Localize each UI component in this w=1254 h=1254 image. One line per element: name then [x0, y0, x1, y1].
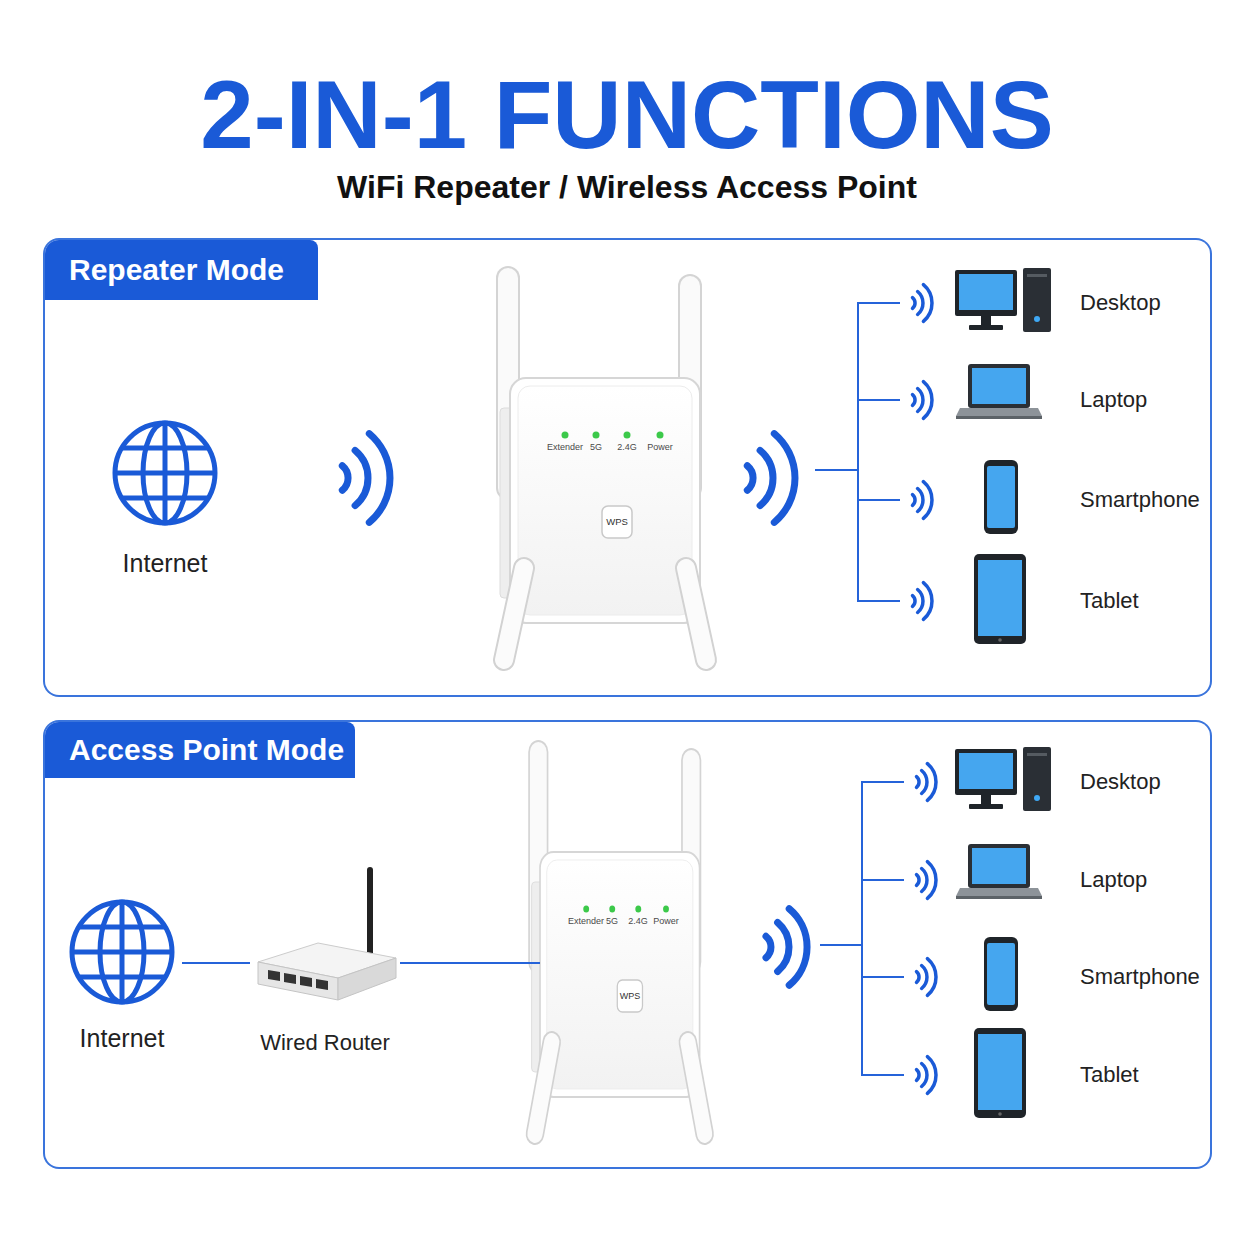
wifi-signal-large [747, 434, 795, 523]
wifi-signal-small [913, 482, 932, 519]
node-text: Desktop [1080, 287, 1190, 319]
wifi-signal-small [913, 285, 932, 322]
node-text: WPS [602, 506, 632, 538]
node-text: Internet [105, 547, 225, 579]
wifi-arc [747, 466, 753, 491]
laptop-icon [956, 364, 1042, 419]
wifi-arc [760, 450, 773, 505]
node-text: 5G [571, 441, 621, 453]
desktop-icon [955, 268, 1051, 332]
node-text: Internet [62, 1022, 182, 1054]
node-text: 2.4G [602, 441, 652, 453]
node-text: Laptop [1080, 864, 1190, 896]
internet-node: Internet [105, 405, 225, 580]
connector-line [815, 303, 900, 470]
device-node: Laptop [904, 840, 1190, 920]
wps-button: WPS [602, 506, 632, 538]
wifi-arc [766, 936, 771, 957]
device-node: Tablet [904, 1035, 1190, 1115]
subtitle-label: WiFi Repeater / Wireless Access Point [0, 169, 1254, 205]
node-text: Extender [561, 915, 611, 927]
node-text: Power [641, 915, 691, 927]
mode-tab: Repeater Mode [45, 240, 318, 300]
tablet-icon [974, 1028, 1026, 1118]
connector-line [820, 782, 904, 945]
mode-tab: Access Point Mode [45, 722, 355, 778]
router-antenna [367, 870, 373, 958]
wifi-arc [342, 466, 348, 491]
connector-line [820, 945, 904, 977]
mode-panel: Access Point ModeInternetWired RouterExt… [45, 722, 1210, 1167]
router-front [258, 962, 338, 1000]
connector-line [820, 880, 904, 945]
smartphone-icon [984, 460, 1018, 534]
device-node: Tablet [900, 561, 1190, 641]
node-text: Power [635, 441, 685, 453]
device-node: Smartphone [900, 460, 1190, 540]
wifi-arc [778, 923, 789, 972]
connector-line [182, 962, 250, 964]
smartphone-icon [984, 937, 1018, 1011]
extender-node: Extender5G2.4GPowerWPS [540, 860, 820, 1030]
device-node: Desktop [900, 263, 1190, 343]
node-text: Smartphone [1080, 484, 1190, 516]
wifi-arc [774, 434, 795, 523]
wifi-arc [789, 909, 807, 986]
router-node: Wired Router [250, 880, 400, 1046]
router-port [268, 970, 280, 981]
connector-line [815, 470, 900, 500]
laptop-icon [956, 844, 1042, 899]
node-text: Wired Router [250, 1028, 400, 1058]
globe-icon [115, 423, 215, 523]
internet-node: Internet [62, 880, 182, 1046]
device-node: Smartphone [904, 937, 1190, 1017]
wps-button: WPS [617, 980, 643, 1012]
router-icon [258, 870, 396, 1000]
wifi-signal-small [913, 583, 932, 620]
mode-panel: Repeater ModeInternet Extender5G2.4GPower… [45, 240, 1210, 695]
node-text: Tablet [1080, 585, 1190, 617]
extender-node: Extender5G2.4GPowerWPS [495, 380, 815, 560]
node-text: Desktop [1080, 766, 1190, 798]
wifi-signal-small [913, 382, 932, 419]
wifi-signal-small [917, 862, 936, 899]
node-text: Extender [540, 441, 590, 453]
node-text: Tablet [1080, 1059, 1190, 1091]
wifi-signal-small [917, 959, 936, 996]
router-side [338, 958, 396, 1000]
wifi-signal-small [917, 764, 936, 801]
device-node: Laptop [900, 360, 1190, 440]
wifi-arc [355, 450, 368, 505]
tablet-icon [974, 554, 1026, 644]
router-port [284, 973, 296, 984]
connector-line [815, 470, 900, 601]
extender-body [532, 752, 705, 1134]
wifi-signal-small [917, 1057, 936, 1094]
wifi-signal-large [766, 909, 807, 986]
node-text: WPS [617, 980, 643, 1012]
connector-line [400, 962, 540, 964]
wifi-signal-large [342, 434, 390, 523]
connector-line [820, 945, 904, 1075]
page-title: 2-IN-1 FUNCTIONS [0, 67, 1254, 163]
node-text: Laptop [1080, 384, 1190, 416]
wifi-arc [369, 434, 390, 523]
connector-line [815, 400, 900, 470]
extender-body [500, 278, 706, 660]
globe-icon [72, 902, 172, 1002]
router-port [316, 979, 328, 990]
desktop-icon [955, 747, 1051, 811]
router-port [300, 976, 312, 987]
node-text: Smartphone [1080, 961, 1190, 993]
device-node: Desktop [904, 742, 1190, 822]
